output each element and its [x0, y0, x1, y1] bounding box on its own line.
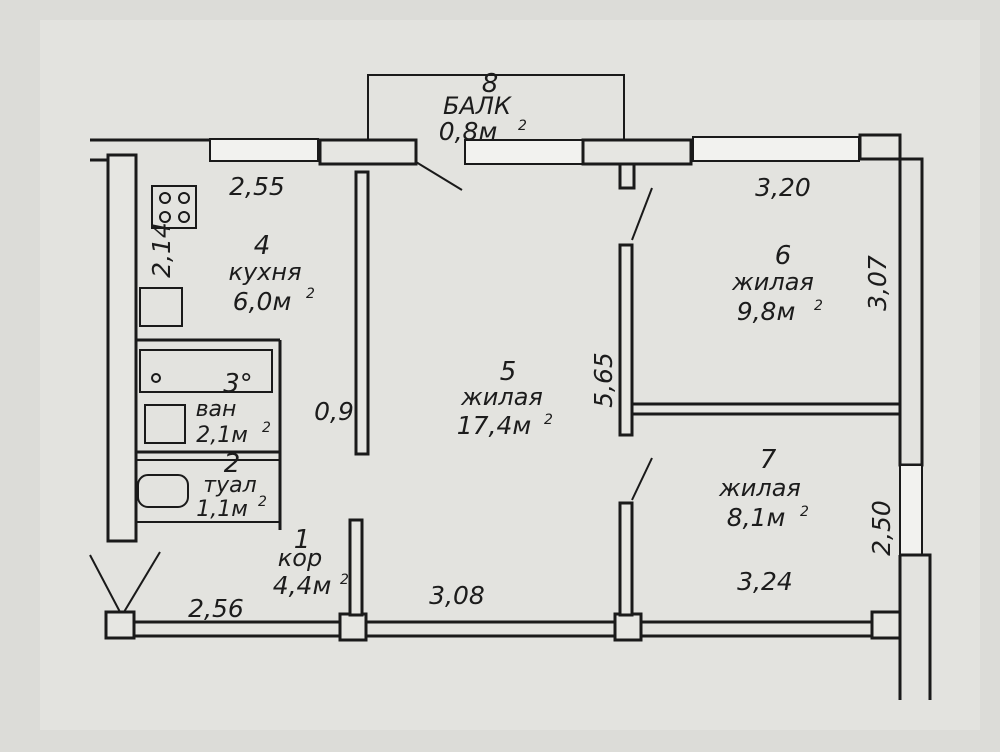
left-wall: [90, 153, 138, 543]
wall-pier: [318, 138, 418, 166]
corridor-area-sup: 2: [340, 572, 349, 588]
balcony-number: 8: [482, 69, 499, 99]
room7-area-sup: 2: [800, 504, 809, 520]
bathtub: [139, 349, 273, 393]
kitchen-name: кухня: [228, 258, 301, 286]
corridor-number: 1: [294, 525, 311, 555]
corner-column: [858, 133, 902, 161]
balcony-area-sup: 2: [518, 118, 527, 134]
bathroom-number: 3°: [223, 369, 253, 399]
dim-doorway: 0,9: [314, 397, 354, 426]
dim-room6-depth: 3,07: [863, 255, 892, 311]
kitchen-window: [209, 138, 319, 162]
room7-window: [899, 464, 923, 556]
room7-number: 7: [760, 445, 777, 475]
column: [870, 610, 902, 640]
stove-burner: [178, 192, 190, 204]
kitchen-area: 6,0м: [233, 287, 292, 316]
dim-room5-depth: 5,65: [589, 352, 618, 408]
corridor-name: кор: [278, 544, 322, 572]
dim-room5-width: 3,08: [429, 581, 485, 610]
room6-area-sup: 2: [814, 298, 823, 314]
balcony-outline: [367, 74, 625, 140]
kitchen-area-sup: 2: [306, 286, 315, 302]
partition-kitchen-room5: [354, 170, 370, 456]
toilet-number: 2: [224, 449, 241, 479]
column: [613, 612, 643, 642]
entry-door-line: [89, 554, 121, 613]
dim-room7-depth: 2,50: [867, 500, 896, 556]
wall-stub: [618, 162, 636, 190]
toilet-bowl: [137, 474, 189, 508]
room7-name: жилая: [718, 474, 801, 502]
door-swing-room7: [631, 457, 653, 501]
dim-room6-width: 3,20: [755, 173, 811, 202]
room6-name: жилая: [731, 268, 814, 296]
toilet-name: туал: [203, 473, 256, 498]
left-wall-pier: [106, 153, 138, 543]
washbasin: [144, 404, 186, 444]
dim-kitchen-width: 2,55: [229, 172, 285, 201]
column: [104, 610, 136, 640]
kitchen-sink: [139, 287, 183, 327]
bottom-wall: [89, 551, 902, 642]
bath-drain: [151, 373, 161, 383]
room7-area: 8,1м: [727, 503, 786, 532]
column: [338, 612, 368, 642]
balcony-door-swing: [415, 161, 463, 191]
room6-window: [692, 136, 860, 162]
room5-name: жилая: [460, 383, 543, 411]
partition-room7: [618, 501, 634, 617]
entry-door-line: [123, 551, 161, 613]
wet-rooms: [136, 185, 282, 530]
partitions: [348, 170, 902, 617]
corridor-area: 4,4м: [273, 571, 332, 600]
dim-room7-width: 3,24: [737, 567, 793, 596]
partition-room6: [618, 243, 634, 437]
balcony-door: [464, 139, 584, 165]
door-swing-room6: [631, 187, 653, 241]
stove-burner: [178, 211, 190, 223]
kitchen-number: 4: [254, 231, 271, 261]
room5-area-sup: 2: [544, 412, 553, 428]
room6-area: 9,8м: [737, 297, 796, 326]
partition-room6-room7: [630, 402, 902, 416]
bathroom-area-sup: 2: [262, 420, 271, 436]
dim-kitchen-depth: 2,14: [147, 222, 176, 278]
room6-number: 6: [775, 241, 792, 271]
dim-corridor-width: 2,56: [188, 594, 244, 623]
room5-number: 5: [500, 357, 517, 387]
wall-pier: [581, 138, 693, 166]
balcony-area: 0,8м: [439, 117, 498, 146]
toilet-area-sup: 2: [258, 494, 267, 510]
room5-area: 17,4м: [457, 411, 532, 440]
stove-burner: [159, 211, 171, 223]
balcony-name: БАЛК: [443, 92, 512, 120]
bathroom-name: ван: [196, 397, 237, 422]
top-wall: [90, 133, 902, 191]
stove-burner: [159, 192, 171, 204]
toilet-area: 1,1м: [196, 497, 248, 522]
partition-corridor: [348, 518, 364, 617]
stove: [151, 185, 197, 229]
bathroom-area: 2,1м: [196, 423, 248, 448]
